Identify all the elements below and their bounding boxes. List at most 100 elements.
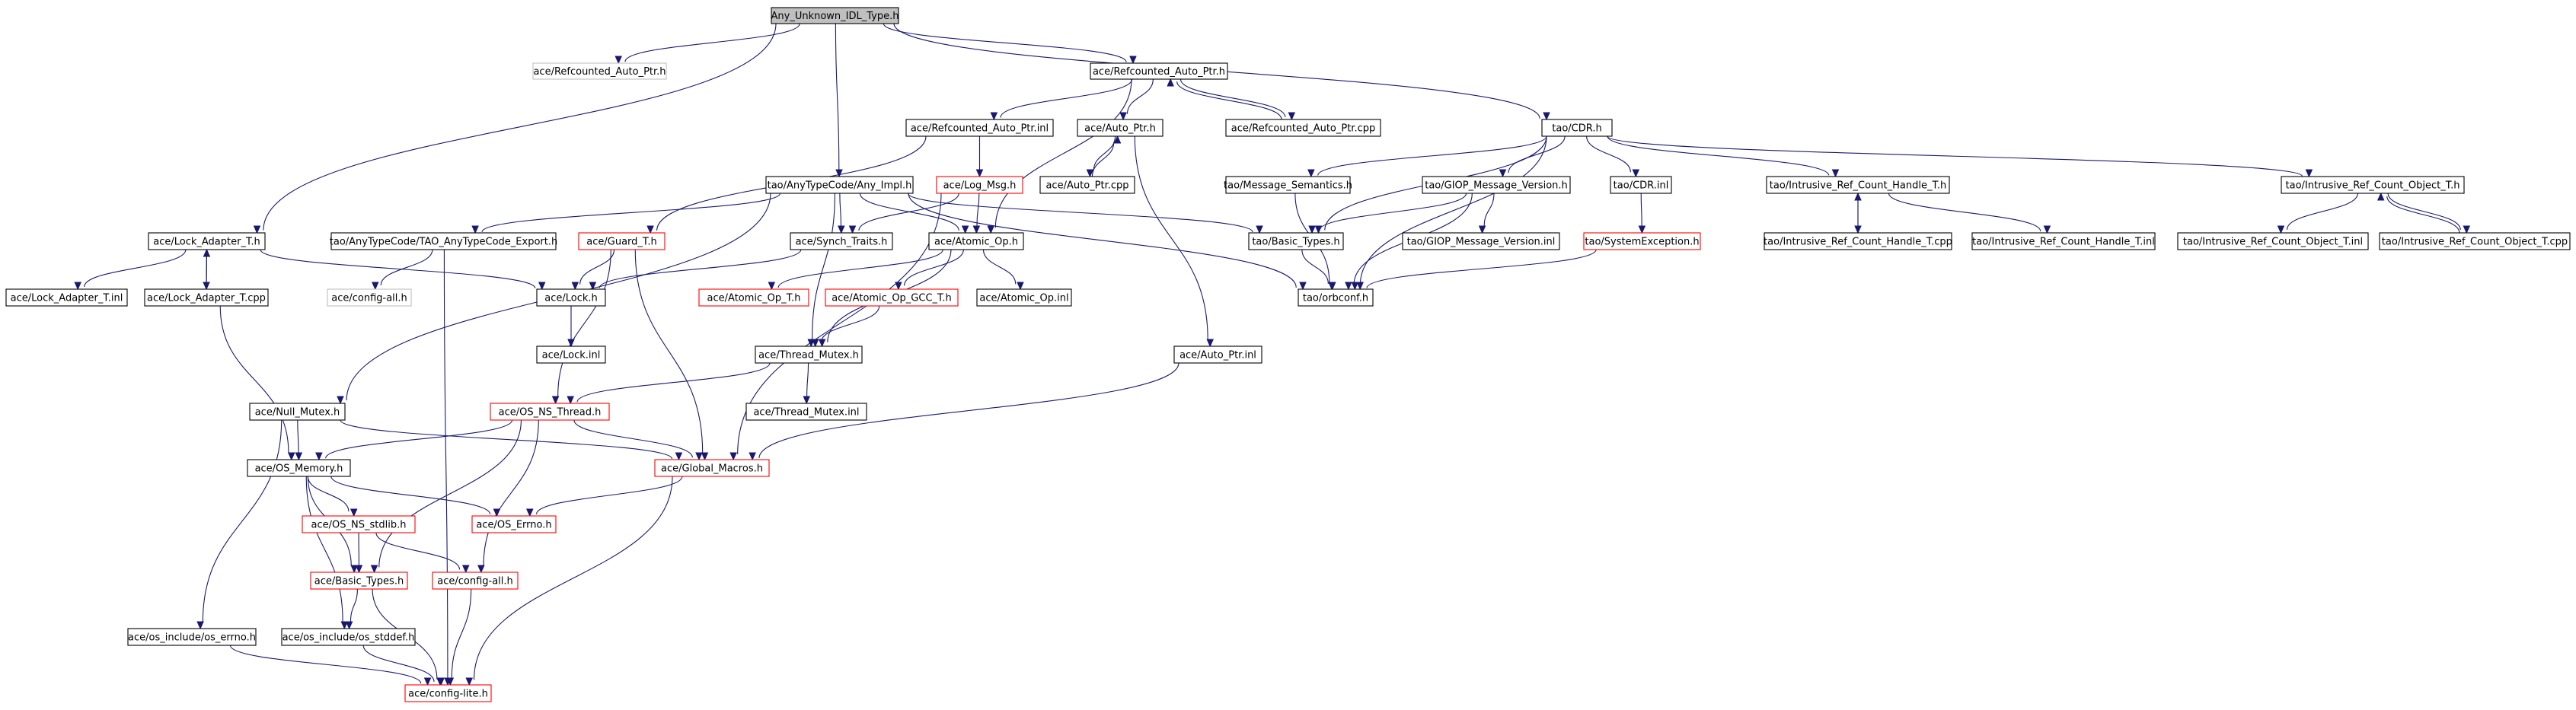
graph-node-logmsg[interactable]: ace/Log_Msg.h (936, 176, 1023, 194)
edge-arrowhead (1329, 282, 1336, 291)
node-box (1225, 119, 1381, 137)
edge-line (1317, 135, 1547, 176)
graph-edge-osmemory-to-osnsstdlib (307, 476, 358, 517)
graph-node-irco[interactable]: tao/Intrusive_Ref_Count_Object_T.h (2281, 176, 2465, 194)
graph-node-autoptrinl[interactable]: ace/Auto_Ptr.inl (1173, 345, 1262, 364)
graph-edge-giop-to-basictypes-tao (1308, 193, 1467, 234)
graph-node-atomicGCC[interactable]: ace/Atomic_Op_GCC_T.h (825, 288, 959, 307)
graph-node-oserrno[interactable]: ace/OS_Errno.h (471, 515, 557, 533)
graph-node-osstddef[interactable]: ace/os_include/os_stddef.h (281, 628, 416, 646)
node-box (1402, 232, 1560, 250)
graph-node-refptr[interactable]: ace/Refcounted_Auto_Ptr.h (1090, 62, 1228, 80)
edge-arrowhead (818, 339, 826, 348)
node-box (327, 288, 412, 307)
graph-edge-atomic-to-atomicGCC (895, 249, 964, 291)
graph-node-msgsem[interactable]: tao/Message_Semantics.h (1224, 176, 1352, 194)
edge-arrowhead (1638, 225, 1646, 234)
edge-arrowhead (2463, 225, 2471, 234)
graph-node-osmemory[interactable]: ace/OS_Memory.h (247, 459, 351, 477)
graph-edge-anyimpl-to-basictypes-tao (907, 193, 1263, 234)
graph-edge-cdr-to-irco (1607, 135, 2313, 178)
graph-node-autoptr-cpp[interactable]: ace/Auto_Ptr.cpp (1039, 176, 1135, 194)
graph-node-configall-ext[interactable]: ace/config-all.h (327, 288, 412, 307)
graph-node-configlite[interactable]: ace/config-lite.h (404, 684, 492, 702)
graph-edge-globalmacros-to-configlite (465, 476, 673, 686)
edge-arrowhead (1499, 169, 1507, 178)
graph-edge-autoptr-to-autoptr-cpp (1086, 135, 1116, 178)
edge-arrowhead (370, 565, 378, 574)
graph-node-giopinl[interactable]: tao/GIOP_Message_Version.inl (1402, 232, 1560, 250)
graph-node-oserrnoinc[interactable]: ace/os_include/os_errno.h (127, 628, 257, 646)
node-label: ace/Atomic_Op.h (934, 237, 1018, 248)
graph-node-atomicinl[interactable]: ace/Atomic_Op.inl (976, 288, 1072, 307)
graph-edge-osnsthread-to-basictypes-ace (370, 419, 522, 574)
edge-line (1134, 135, 1208, 340)
graph-node-sysexc[interactable]: tao/SystemException.h (1583, 232, 1701, 250)
edge-arrowhead (465, 677, 473, 686)
graph-node-ircoinl[interactable]: tao/Intrusive_Ref_Count_Object_T.inl (2177, 232, 2369, 250)
node-label: ace/Lock_Adapter_T.h (153, 237, 260, 248)
graph-node-lockadapter-cpp[interactable]: ace/Lock_Adapter_T.cpp (144, 288, 269, 307)
graph-edge-anyimpl-to-atomic (859, 193, 969, 234)
node-box (1766, 176, 1950, 194)
graph-node-basictypes-tao[interactable]: tao/Basic_Types.h (1248, 232, 1344, 250)
node-box (2177, 232, 2369, 250)
graph-node-irch[interactable]: tao/Intrusive_Ref_Count_Handle_T.h (1766, 176, 1950, 194)
edge-line (908, 193, 1297, 288)
graph-edge-anyimpl-to-synch (838, 193, 845, 234)
graph-node-lock[interactable]: ace/Lock.h (536, 288, 606, 307)
graph-node-autoptr[interactable]: ace/Auto_Ptr.h (1077, 119, 1164, 137)
edge-arrowhead (2043, 225, 2051, 234)
graph-node-basictypes-ace[interactable]: ace/Basic_Types.h (310, 572, 408, 590)
graph-node-atomic[interactable]: ace/Atomic_Op.h (928, 232, 1024, 250)
node-label: ace/Atomic_Op.inl (979, 293, 1068, 304)
graph-node-root[interactable]: Any_Unknown_IDL_Type.h (771, 7, 899, 24)
node-label: tao/Intrusive_Ref_Count_Handle_T.inl (1972, 237, 2155, 248)
graph-node-threadmutexinl[interactable]: ace/Thread_Mutex.inl (745, 403, 867, 421)
graph-node-refptr-cpp[interactable]: ace/Refcounted_Auto_Ptr.cpp (1225, 119, 1381, 137)
node-label: ace/Null_Mutex.h (255, 407, 340, 419)
graph-node-irchinl[interactable]: tao/Intrusive_Ref_Count_Handle_T.inl (1971, 232, 2156, 250)
edge-line (907, 193, 1253, 233)
edge-arrowhead (2305, 169, 2313, 178)
edges-layer (74, 23, 2471, 686)
graph-node-osnsthread[interactable]: ace/OS_NS_Thread.h (490, 403, 610, 421)
graph-node-lockadapter[interactable]: ace/Lock_Adapter_T.h (148, 232, 266, 250)
edge-line (84, 249, 187, 288)
edge-line (806, 362, 809, 397)
graph-node-osnsstdlib[interactable]: ace/OS_NS_stdlib.h (302, 515, 416, 533)
graph-node-lockinl[interactable]: ace/Lock.inl (536, 345, 606, 364)
graph-node-refptr-inl[interactable]: ace/Refcounted_Auto_Ptr.inl (905, 119, 1054, 137)
graph-node-ircocpp[interactable]: tao/Intrusive_Ref_Count_Object_T.cpp (2379, 232, 2571, 250)
graph-node-globalmacros[interactable]: ace/Global_Macros.h (654, 459, 770, 477)
graph-node-cdr[interactable]: tao/CDR.h (1541, 119, 1613, 137)
edge-arrowhead (848, 225, 857, 234)
edge-line (378, 419, 522, 568)
graph-edge-giop-to-giopinl (1478, 193, 1495, 234)
node-label: tao/CDR.h (1552, 123, 1601, 135)
node-box (745, 403, 867, 421)
node-box (536, 345, 606, 364)
node-label: ace/Basic_Types.h (314, 576, 404, 587)
edge-arrowhead (471, 225, 479, 234)
edge-arrowhead (350, 565, 358, 574)
graph-node-configall[interactable]: ace/config-all.h (432, 572, 519, 590)
graph-node-lockadapter-inl[interactable]: ace/Lock_Adapter_T.inl (5, 288, 128, 307)
graph-node-anyimpl[interactable]: tao/AnyTypeCode/Any_Impl.h (765, 176, 914, 194)
graph-edge-autoptrinl-to-globalmacros (749, 362, 1179, 461)
graph-node-tcexport[interactable]: tao/AnyTypeCode/TAO_AnyTypeCode_Export.h (330, 232, 557, 250)
graph-node-orbconf[interactable]: tao/orbconf.h (1298, 288, 1374, 307)
graph-node-cdrinl[interactable]: tao/CDR.inl (1610, 176, 1672, 194)
graph-node-atomicT[interactable]: ace/Atomic_Op_T.h (698, 288, 809, 307)
graph-edge-refptr-to-refptr-cpp (1179, 78, 1296, 121)
node-box (578, 232, 666, 250)
graph-node-refptr-ext[interactable]: ace/Refcounted_Auto_Ptr.h (532, 62, 667, 80)
graph-node-synch[interactable]: ace/Synch_Traits.h (790, 232, 893, 250)
graph-node-guard[interactable]: ace/Guard_T.h (578, 232, 666, 250)
edge-line (1093, 135, 1116, 171)
graph-node-nullmutex[interactable]: ace/Null_Mutex.h (249, 403, 346, 421)
graph-node-irchcpp[interactable]: tao/Intrusive_Ref_Count_Handle_T.cpp (1764, 232, 1952, 250)
graph-node-giop[interactable]: tao/GIOP_Message_Version.h (1422, 176, 1571, 194)
graph-node-threadmutex[interactable]: ace/Thread_Mutex.h (755, 345, 863, 364)
edge-line (263, 23, 777, 231)
